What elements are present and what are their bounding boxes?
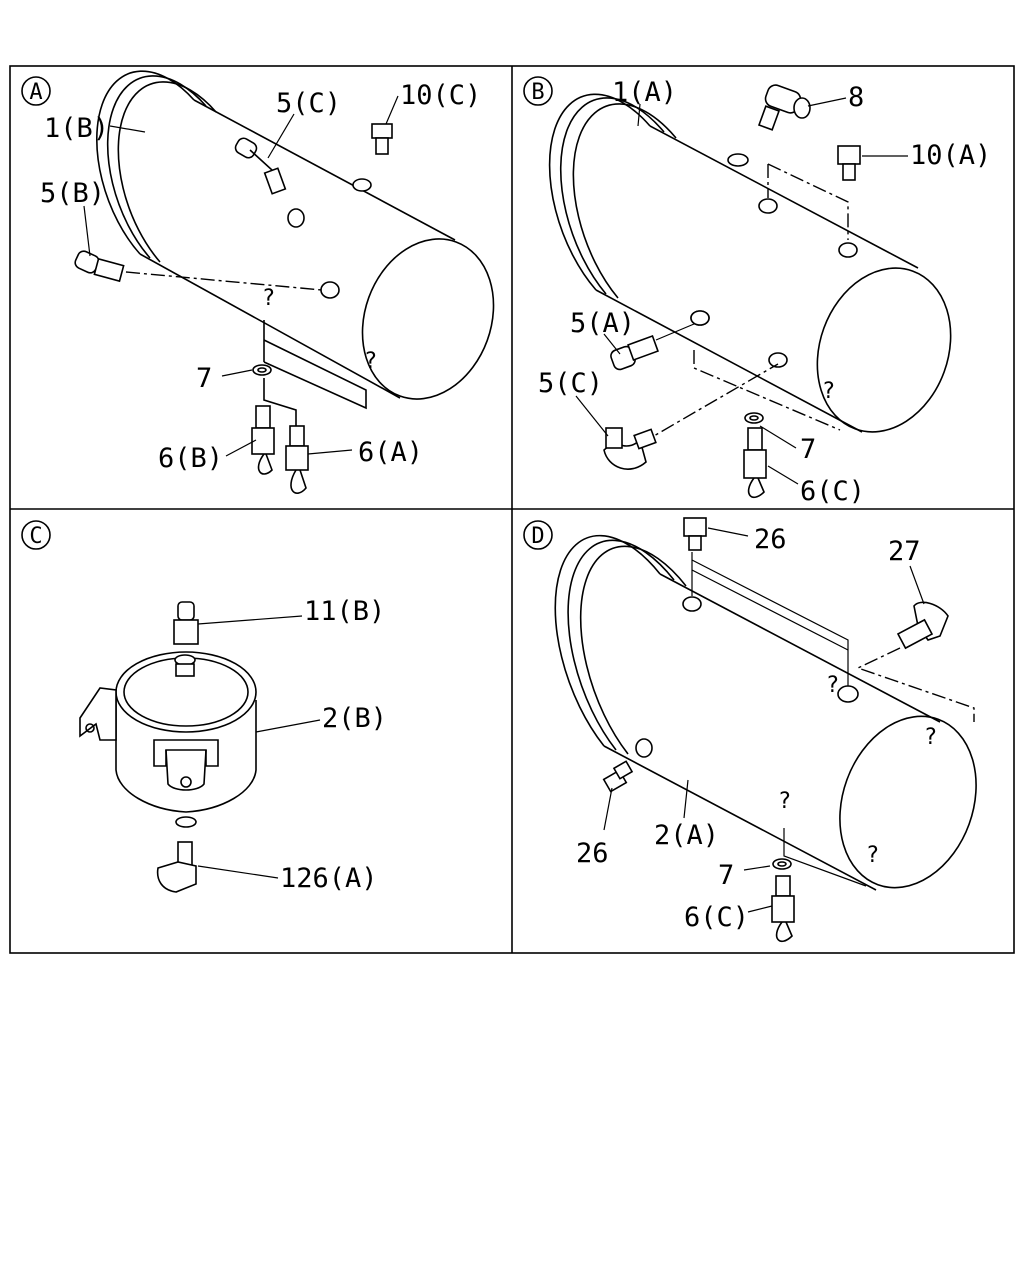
callout-label: 7 — [800, 434, 816, 465]
washer-7-d — [772, 858, 792, 870]
callout-label: 6(C) — [800, 476, 865, 507]
elbow-126a — [156, 841, 197, 893]
callout-label: 6(C) — [684, 902, 749, 933]
callout-label: 5(C) — [538, 368, 603, 399]
callout-label: 7 — [196, 363, 212, 394]
panel-b: B ? — [523, 76, 991, 507]
panel-b-letter: B — [531, 80, 544, 105]
air-tank-a: ? ? — [95, 70, 495, 400]
callout-label: 5(A) — [570, 308, 635, 339]
callout-label: 7 — [718, 860, 734, 891]
panel-c-leaders — [197, 615, 321, 879]
air-tank-d: ? ? ? ? — [554, 534, 977, 891]
callout-label: 126(A) — [280, 863, 378, 894]
panel-a-letter: A — [29, 80, 42, 105]
callout-label: 5(C) — [276, 88, 341, 119]
drain-cocks-6-a — [251, 320, 367, 494]
panel-a-letter-badge: A — [21, 76, 51, 106]
callout-label: 1(B) — [44, 113, 109, 144]
callout-label: 1(A) — [612, 77, 677, 108]
callout-label: 26 — [576, 838, 609, 869]
callout-label: 2(B) — [322, 703, 387, 734]
panel-c-letter: C — [29, 524, 42, 549]
svg-text:?: ? — [924, 725, 937, 750]
callout-label: 6(A) — [358, 437, 423, 468]
panel-d-letter-badge: D — [523, 520, 553, 550]
elbow-fitting-5b — [74, 250, 323, 291]
callout-label: 5(B) — [40, 178, 105, 209]
panel-a: A ? ? — [21, 70, 495, 494]
callout-label: 2(A) — [654, 820, 719, 851]
small-tank-2b — [79, 651, 257, 828]
callout-label: 10(A) — [910, 140, 991, 171]
panel-c-letter-badge: C — [21, 520, 51, 550]
panel-a-leaders — [83, 95, 399, 457]
elbow-5c-b — [603, 427, 657, 470]
panel-b-leaders — [575, 97, 908, 485]
nipple-5a — [610, 310, 710, 371]
panel-b-letter-badge: B — [523, 76, 553, 106]
callout-label: 8 — [848, 82, 864, 113]
washer-7-a — [252, 364, 272, 376]
drain-cock-6c-d — [771, 875, 795, 942]
panel-d-leaders — [603, 527, 925, 913]
bolt-10c — [371, 123, 393, 155]
elbow-27 — [896, 601, 949, 650]
callout-label: 10(C) — [400, 80, 481, 111]
callout-label: 11(B) — [304, 596, 385, 627]
dash-lines-d — [691, 552, 975, 887]
dash-lines-b — [639, 163, 849, 445]
callout-label: 27 — [888, 536, 921, 567]
svg-text:?: ? — [866, 843, 879, 868]
svg-text:?: ? — [822, 379, 835, 404]
panel-grid — [9, 65, 1015, 954]
panel-d-letter: D — [531, 524, 544, 549]
svg-text:?: ? — [364, 349, 377, 374]
bolt-10a — [837, 145, 861, 181]
panel-d: D ? ? ? ? — [523, 517, 977, 942]
svg-text:?: ? — [262, 286, 275, 311]
elbow-fitting-5c — [234, 137, 287, 195]
panel-c: C 11(B) 2(B) — [21, 520, 387, 894]
callout-label: 26 — [754, 524, 787, 555]
callout-label: 6(B) — [158, 443, 223, 474]
svg-text:?: ? — [826, 673, 839, 698]
washer-7-b — [744, 412, 764, 424]
svg-text:?: ? — [778, 789, 791, 814]
bolt-26-top — [683, 517, 707, 551]
tee-fitting-8 — [757, 84, 811, 131]
bolt-26-side — [602, 760, 634, 793]
drain-cock-6c-b — [743, 427, 767, 498]
